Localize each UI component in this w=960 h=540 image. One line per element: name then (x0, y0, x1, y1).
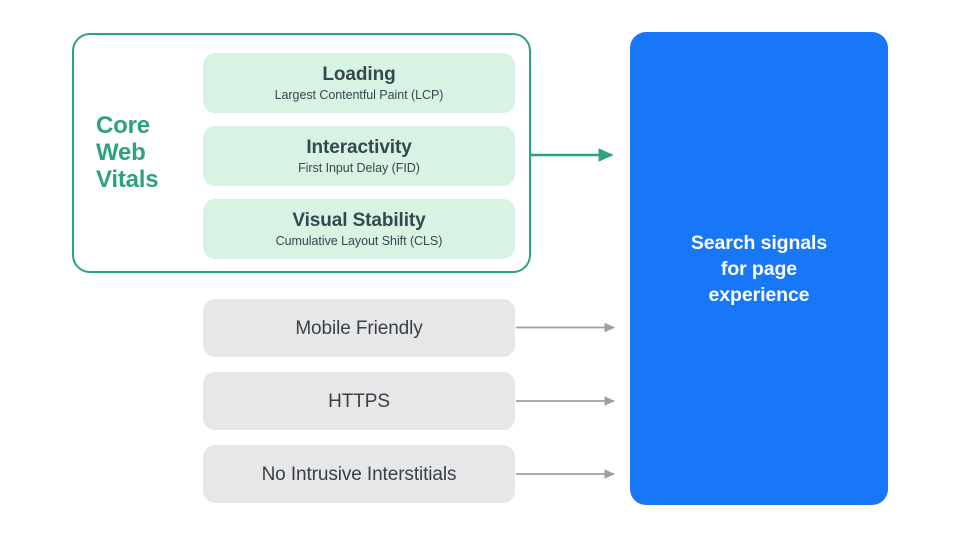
core-web-vitals-group (72, 33, 531, 273)
vital-card-interactivity[interactable]: Interactivity First Input Delay (FID) (203, 126, 515, 186)
signal-label: No Intrusive Interstitials (261, 463, 457, 485)
core-web-vitals-label: Core Web Vitals (96, 112, 159, 193)
vital-title: Visual Stability (292, 209, 426, 231)
outcome-label: Search signals for page experience (690, 231, 828, 306)
signal-card-https[interactable]: HTTPS (203, 372, 515, 430)
signal-card-no-intrusive-interstitials[interactable]: No Intrusive Interstitials (203, 445, 515, 503)
signal-card-mobile-friendly[interactable]: Mobile Friendly (203, 299, 515, 357)
signal-label: Mobile Friendly (295, 317, 423, 339)
vital-card-loading[interactable]: Loading Largest Contentful Paint (LCP) (203, 53, 515, 113)
vital-subtitle: Cumulative Layout Shift (CLS) (275, 233, 443, 248)
vital-subtitle: Largest Contentful Paint (LCP) (274, 87, 444, 102)
vital-card-visual-stability[interactable]: Visual Stability Cumulative Layout Shift… (203, 199, 515, 259)
signal-label: HTTPS (328, 390, 390, 412)
vital-title: Interactivity (306, 136, 412, 158)
vital-title: Loading (322, 63, 396, 85)
vital-subtitle: First Input Delay (FID) (298, 160, 420, 175)
outcome-panel-search-signals[interactable]: Search signals for page experience (630, 32, 888, 505)
